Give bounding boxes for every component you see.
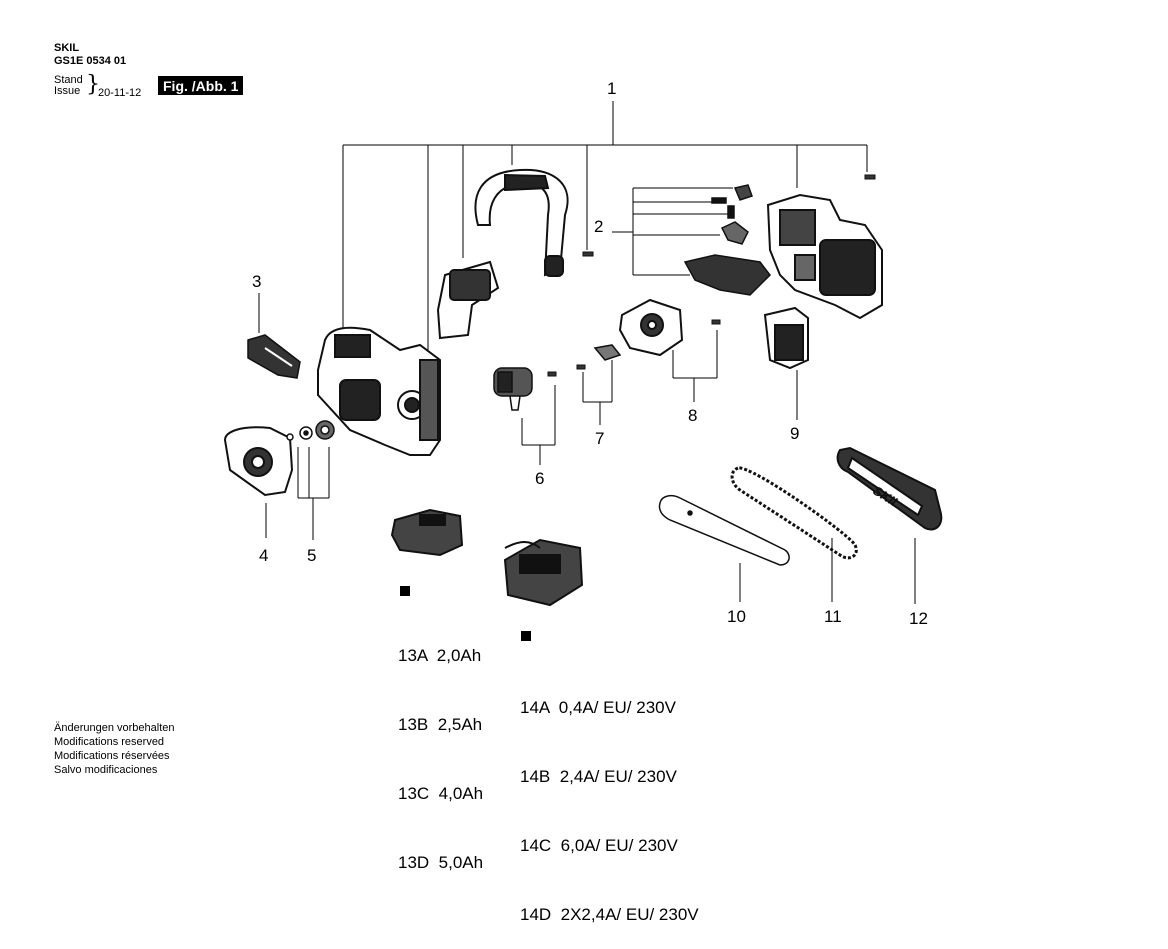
- brace-glyph: }: [86, 72, 100, 97]
- charger-part: [503, 538, 584, 607]
- battery-marker-square: [400, 586, 410, 596]
- stand-label: Stand: [54, 74, 83, 86]
- figure-label: Fig. /Abb. 1: [158, 76, 244, 95]
- chain-part: [730, 466, 858, 560]
- main-housing-part: [317, 326, 441, 456]
- switch-assembly-part: [683, 184, 771, 296]
- callout-2: 2: [594, 217, 604, 236]
- issue-date: 20-11-12: [98, 87, 142, 99]
- callout-5: 5: [307, 546, 317, 565]
- callout-11: 11: [824, 607, 842, 626]
- callout-12: 12: [909, 609, 928, 628]
- right-housing-part: [766, 193, 883, 320]
- note-line: Änderungen vorbehalten: [54, 722, 175, 734]
- callout-7: 7: [595, 429, 605, 448]
- sprocket-cover-part: [223, 426, 294, 497]
- list-item: 14D 2X2,4A/ EU/ 230V: [520, 905, 699, 924]
- front-handle-part: [474, 168, 569, 277]
- callout-3: 3: [252, 272, 262, 291]
- issue-label: Issue: [54, 85, 81, 97]
- part-number: GS1E 0534 01: [54, 55, 127, 67]
- cover-plate-part: [436, 260, 500, 340]
- motor-part: [493, 367, 533, 411]
- callout-10: 10: [727, 607, 746, 626]
- charger-variant-list: 14A 0,4A/ EU/ 230V 14B 2,4A/ EU/ 230V 14…: [520, 650, 699, 949]
- brand-name: SKIL: [54, 42, 80, 54]
- list-item: 13B 2,5Ah: [398, 715, 483, 734]
- callout-1: 1: [607, 79, 617, 98]
- note-line: Modifications reserved: [54, 736, 165, 748]
- battery-receptacle-part: [763, 306, 809, 370]
- battery-pack-part: [390, 508, 464, 557]
- gearbox-part: [618, 298, 684, 357]
- list-item: 13C 4,0Ah: [398, 784, 484, 803]
- list-item: 13D 5,0Ah: [398, 853, 484, 872]
- sprocket-washers-part: [286, 420, 335, 441]
- list-item: 14B 2,4A/ EU/ 230V: [520, 767, 677, 786]
- list-item: 14C 6,0A/ EU/ 230V: [520, 836, 678, 855]
- clamp-part: [593, 344, 622, 361]
- callout-8: 8: [688, 406, 698, 425]
- charger-marker-square: [521, 631, 531, 641]
- note-line: Salvo modificaciones: [54, 764, 158, 776]
- note-line: Modifications réservées: [54, 750, 170, 762]
- battery-variant-list: 13A 2,0Ah 13B 2,5Ah 13C 4,0Ah 13D 5,0Ah: [398, 598, 483, 897]
- guide-bar-part: [658, 494, 790, 566]
- callout-9: 9: [790, 424, 800, 443]
- trigger-lock-part: [247, 334, 301, 379]
- list-item: 14A 0,4A/ EU/ 230V: [520, 698, 676, 717]
- list-item: 13A 2,0Ah: [398, 646, 482, 665]
- screws: [547, 174, 876, 377]
- callout-4: 4: [259, 546, 269, 565]
- callout-6: 6: [535, 469, 545, 488]
- bar-cover-part: SKIL: [836, 446, 943, 531]
- modification-notes: Änderungen vorbehalten Modifications res…: [54, 721, 174, 777]
- exploded-parts-diagram: SKIL: [223, 101, 943, 607]
